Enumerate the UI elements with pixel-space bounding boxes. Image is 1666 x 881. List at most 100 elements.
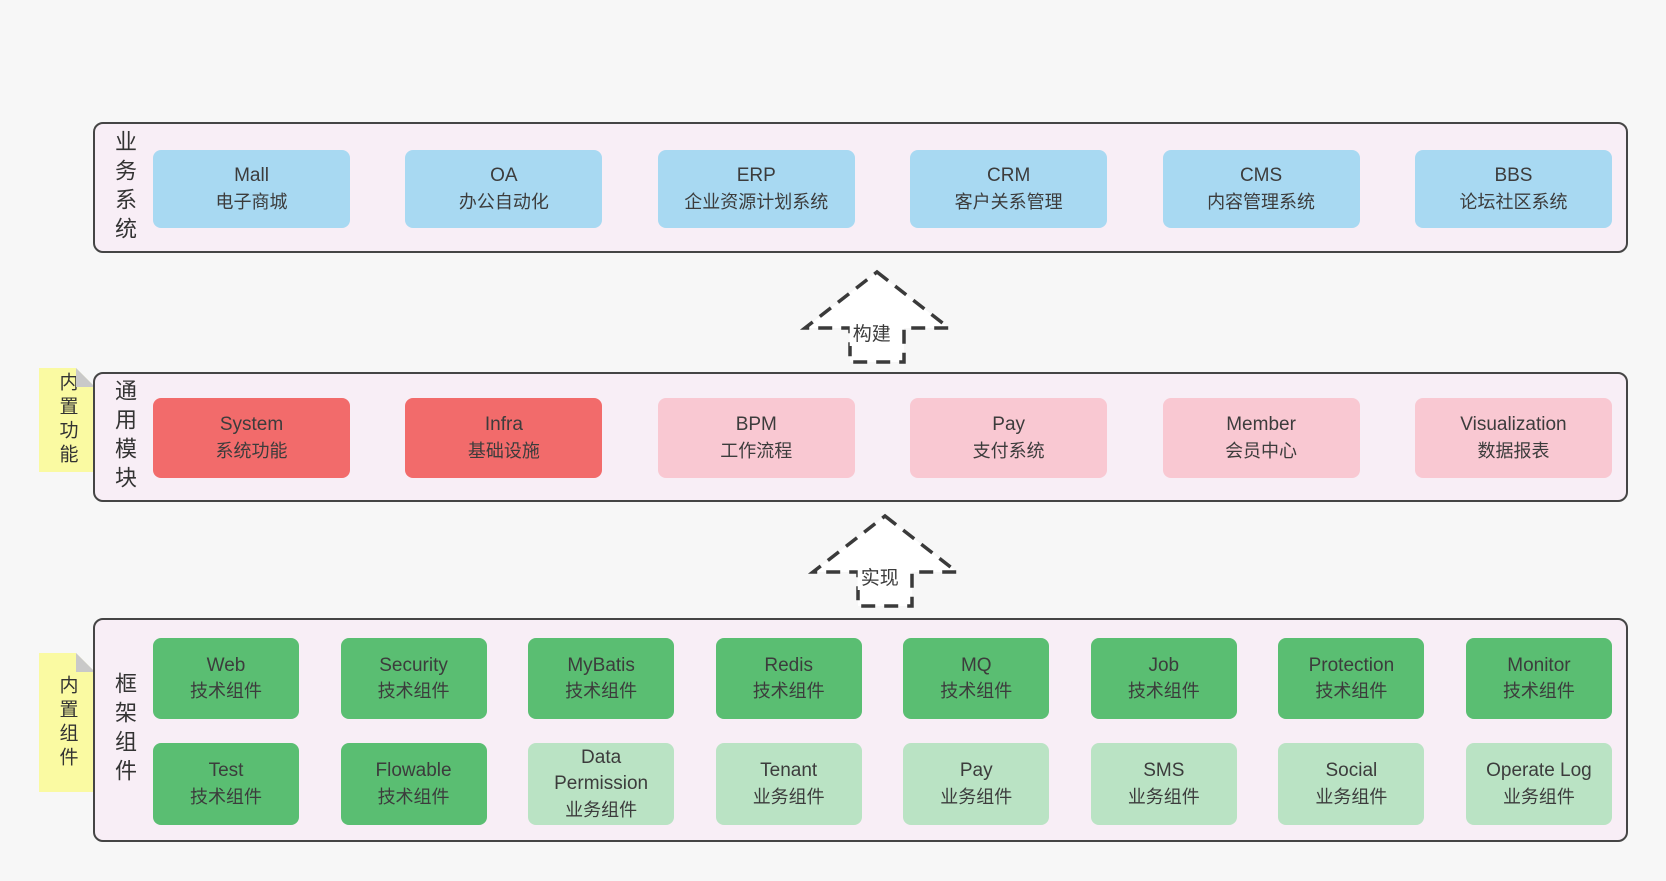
box-monitor: Monitor 技术组件 xyxy=(1465,638,1612,719)
box-social: Social 业务组件 xyxy=(1278,743,1425,825)
box-redis: Redis 技术组件 xyxy=(715,638,862,719)
box-subtitle: 支付系统 xyxy=(972,440,1045,461)
box-subtitle: 技术组件 xyxy=(190,681,262,702)
box-subtitle: 业务组件 xyxy=(1315,786,1388,807)
box-subtitle: 技术组件 xyxy=(1127,681,1200,702)
box-subtitle: 业务组件 xyxy=(940,786,1013,807)
sticky-note-label: 内置功能 xyxy=(56,372,78,468)
box-title: Pay xyxy=(992,414,1026,436)
layer-framework-components: 框架组件 Web 技术组件 Security 技术组件 MyBatis 技术组件… xyxy=(93,618,1628,842)
box-title: Mall xyxy=(234,165,269,187)
box-title: MQ xyxy=(960,654,992,676)
box-subtitle: 技术组件 xyxy=(565,681,638,702)
business-systems-row: Mall 电子商城 OA 办公自动化 ERP 企业资源计划系统 CRM 客户关系… xyxy=(153,150,1612,228)
layer-side-label: 业务系统 xyxy=(112,129,137,246)
layer-side-label: 框架组件 xyxy=(112,672,137,788)
box-title: Operate Log xyxy=(1486,760,1592,782)
box-title: OA xyxy=(490,165,518,187)
box-title: Monitor xyxy=(1507,654,1571,676)
box-title: Social xyxy=(1325,760,1378,782)
box-subtitle: 技术组件 xyxy=(1315,681,1388,702)
box-title: Visualization xyxy=(1460,414,1567,436)
box-title: BBS xyxy=(1494,165,1533,187)
box-title: Protection xyxy=(1308,654,1395,676)
box-subtitle: 技术组件 xyxy=(377,786,450,807)
box-security: Security 技术组件 xyxy=(340,638,487,719)
framework-components-row-2: Test 技术组件 Flowable 技术组件 Data Permission … xyxy=(153,743,1612,825)
box-subtitle: 电子商城 xyxy=(215,191,288,212)
box-subtitle: 技术组件 xyxy=(752,681,825,702)
sticky-note-builtin-features: 内置功能 xyxy=(39,368,95,472)
arrow-build: 构建 xyxy=(797,266,957,368)
box-subtitle: 业务组件 xyxy=(752,786,825,807)
box-operate-log: Operate Log 业务组件 xyxy=(1465,743,1612,825)
box-subtitle: 会员中心 xyxy=(1225,440,1298,461)
box-subtitle: 客户关系管理 xyxy=(954,191,1063,212)
layer-business-systems: 业务系统 Mall 电子商城 OA 办公自动化 ERP 企业资源计划系统 CRM… xyxy=(93,122,1628,253)
box-subtitle: 企业资源计划系统 xyxy=(684,191,829,212)
box-pay-module: Pay 支付系统 xyxy=(910,398,1108,478)
box-mybatis: MyBatis 技术组件 xyxy=(528,638,675,719)
box-subtitle: 技术组件 xyxy=(377,681,450,702)
box-subtitle: 技术组件 xyxy=(1502,681,1575,702)
box-data-permission: Data Permission 业务组件 xyxy=(528,743,675,825)
box-web: Web 技术组件 xyxy=(153,638,299,719)
box-title: BPM xyxy=(735,414,777,436)
box-subtitle: 业务组件 xyxy=(1127,786,1200,807)
arrow-label: 构建 xyxy=(849,319,894,346)
box-mq: MQ 技术组件 xyxy=(903,638,1050,719)
box-test: Test 技术组件 xyxy=(153,743,299,825)
box-title: Security xyxy=(379,654,448,676)
box-infra: Infra 基础设施 xyxy=(405,398,603,478)
box-title: CMS xyxy=(1239,165,1283,187)
box-title: Pay xyxy=(959,760,993,782)
box-protection: Protection 技术组件 xyxy=(1278,638,1425,719)
box-oa: OA 办公自动化 xyxy=(405,150,603,228)
box-subtitle: 技术组件 xyxy=(190,786,262,807)
box-subtitle: 数据报表 xyxy=(1477,440,1550,461)
box-erp: ERP 企业资源计划系统 xyxy=(657,150,855,228)
box-member: Member 会员中心 xyxy=(1162,398,1360,478)
box-mall: Mall 电子商城 xyxy=(153,150,350,228)
box-title: Web xyxy=(206,654,246,676)
box-visualization: Visualization 数据报表 xyxy=(1414,398,1612,478)
box-subtitle: 论坛社区系统 xyxy=(1459,191,1568,212)
box-cms: CMS 内容管理系统 xyxy=(1162,150,1360,228)
box-sms: SMS 业务组件 xyxy=(1090,743,1237,825)
box-subtitle: 业务组件 xyxy=(565,800,638,820)
box-subtitle: 业务组件 xyxy=(1502,786,1575,807)
box-subtitle: 内容管理系统 xyxy=(1207,191,1316,212)
box-title: MyBatis xyxy=(567,654,635,676)
box-crm: CRM 客户关系管理 xyxy=(910,150,1108,228)
box-title: Flowable xyxy=(375,760,452,782)
arrow-implement: 实现 xyxy=(805,510,965,612)
layer-common-modules: 通用模块 System 系统功能 Infra 基础设施 BPM 工作流程 Pay… xyxy=(93,372,1628,502)
arrow-label: 实现 xyxy=(857,563,902,590)
box-bpm: BPM 工作流程 xyxy=(657,398,855,478)
box-title: Redis xyxy=(764,654,813,676)
box-title: Data Permission xyxy=(554,746,649,795)
box-subtitle: 工作流程 xyxy=(720,440,793,461)
box-title: Member xyxy=(1226,414,1296,436)
dashed-up-arrow-icon xyxy=(799,269,955,364)
dashed-up-arrow-icon xyxy=(807,513,963,608)
box-bbs: BBS 论坛社区系统 xyxy=(1414,150,1612,228)
box-title: Tenant xyxy=(760,760,818,782)
layer-side-label: 通用模块 xyxy=(112,379,137,495)
box-subtitle: 基础设施 xyxy=(467,440,540,461)
box-tenant: Tenant 业务组件 xyxy=(715,743,862,825)
box-system: System 系统功能 xyxy=(153,398,350,478)
sticky-note-builtin-components: 内置组件 xyxy=(39,653,95,792)
box-job: Job 技术组件 xyxy=(1090,638,1237,719)
box-title: Infra xyxy=(484,414,523,436)
box-title: Test xyxy=(208,760,244,782)
box-title: CRM xyxy=(987,165,1031,187)
box-subtitle: 办公自动化 xyxy=(458,191,549,212)
box-title: Job xyxy=(1148,654,1180,676)
box-title: SMS xyxy=(1143,760,1185,782)
common-modules-row: System 系统功能 Infra 基础设施 BPM 工作流程 Pay 支付系统… xyxy=(153,398,1612,478)
box-flowable: Flowable 技术组件 xyxy=(340,743,487,825)
framework-components-row-1: Web 技术组件 Security 技术组件 MyBatis 技术组件 Redi… xyxy=(153,638,1612,719)
box-subtitle: 技术组件 xyxy=(940,681,1013,702)
